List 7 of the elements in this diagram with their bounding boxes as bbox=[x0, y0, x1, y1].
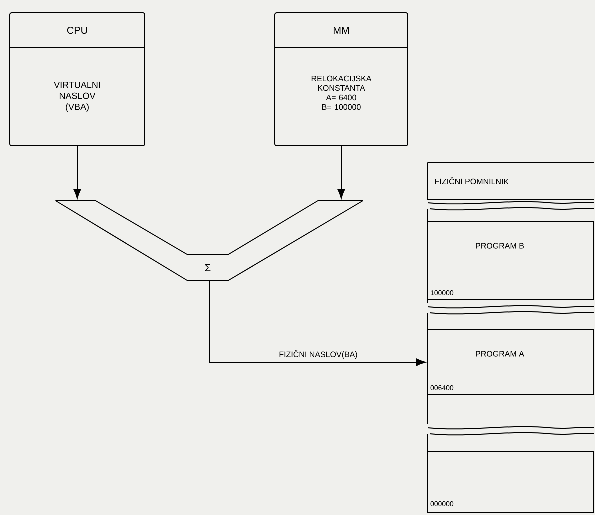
arrow bbox=[209, 281, 426, 366]
memory-header-box: FIZIČNI POMNILNIK bbox=[428, 177, 594, 200]
cpu-box: CPU VIRTUALNI NASLOV (VBA) bbox=[10, 12, 146, 146]
edge-label: FIZIČNI NASLOV(BA) bbox=[278, 349, 359, 360]
arrow bbox=[74, 146, 82, 199]
memory-box: MM RELOKACIJSKA KONSTANTA A= 6400 B= 100000 bbox=[274, 12, 408, 146]
arrow bbox=[338, 146, 346, 199]
